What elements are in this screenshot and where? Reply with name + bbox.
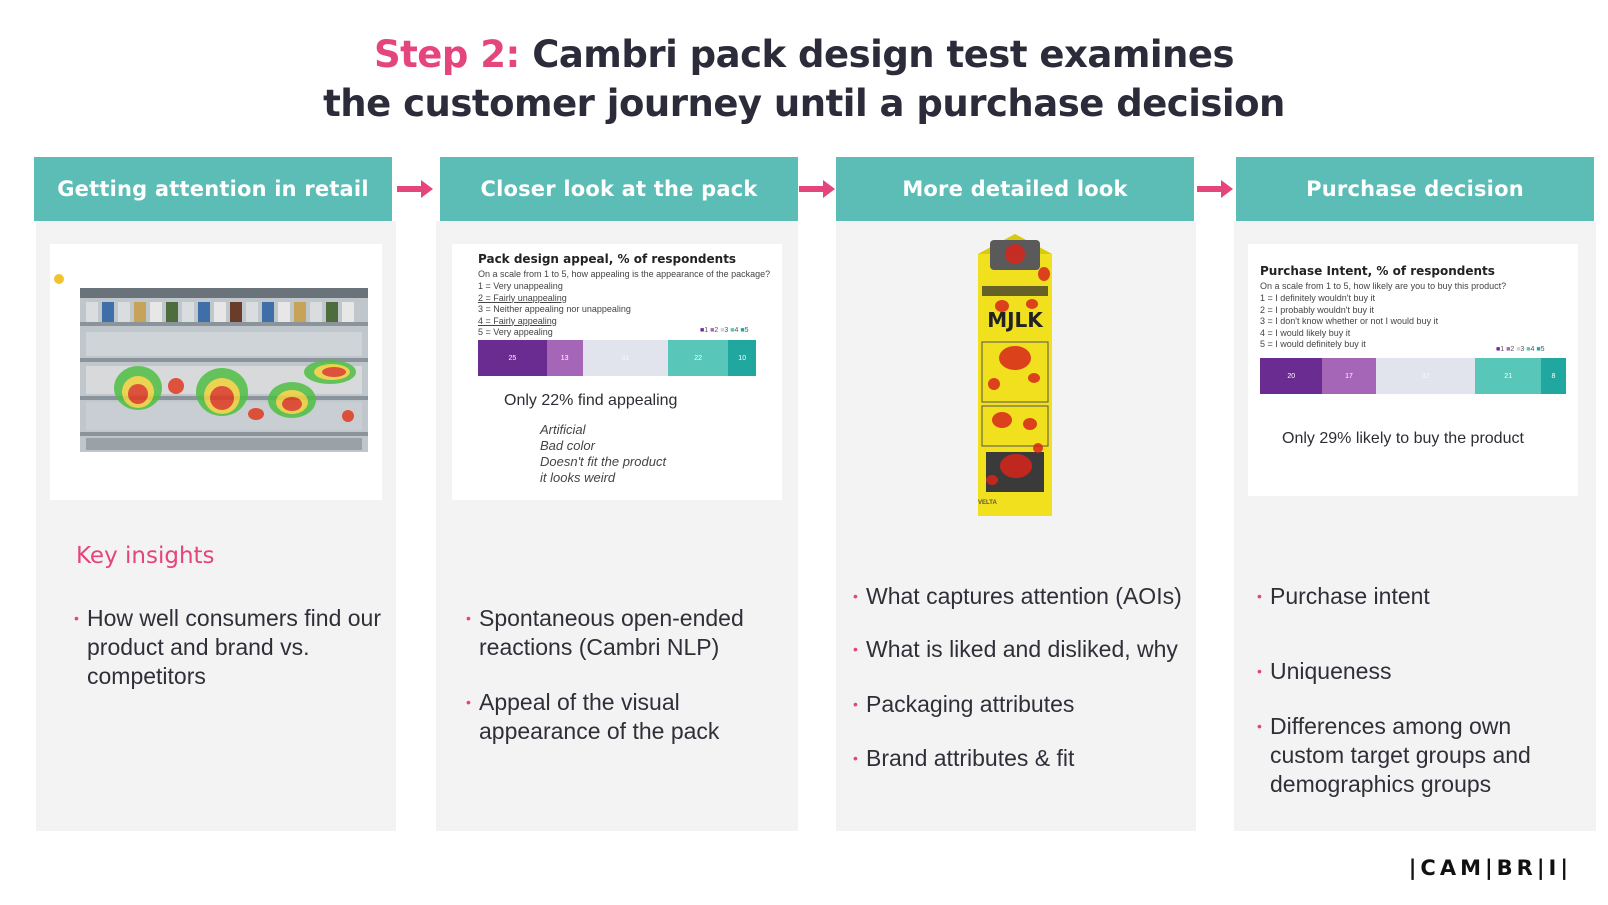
legend-label: 4 <box>1530 346 1535 353</box>
purchase-intent-card: Purchase Intent, % of respondents On a s… <box>1248 244 1578 496</box>
smiley-icon <box>54 274 64 284</box>
list-item: What is liked and disliked, why <box>853 635 1198 664</box>
legend-swatch: ■ <box>1506 346 1511 353</box>
scale-item: 2 = Fairly unappealing <box>478 292 567 303</box>
col2-bullet-list: Spontaneous open-ended reactions (Cambri… <box>466 604 776 746</box>
intent-finding: Only 29% likely to buy the product <box>1282 430 1524 447</box>
arrow-right-icon <box>1197 180 1233 198</box>
chart-question: On a scale from 1 to 5, how likely are y… <box>1260 281 1507 291</box>
pack-heatmap-image: MJLK VELTA <box>972 234 1058 516</box>
bar-segment-4: 22 <box>667 340 729 376</box>
legend-label: 4 <box>734 327 739 334</box>
arrow-right-icon <box>799 180 835 198</box>
pack-brand: VELTA <box>978 500 997 506</box>
bar-segment-4: 21 <box>1475 358 1541 394</box>
chart-legend: ■1 ■2 ■3 ■4 ■5 <box>700 327 749 334</box>
scale-item: 3 = Neither appealing nor unappealing <box>478 304 631 314</box>
scale-item: 3 = I don't know whether or not I would … <box>1260 316 1439 326</box>
legend-swatch: ■ <box>740 327 745 334</box>
scale-item: 5 = Very appealing <box>478 327 553 337</box>
appeal-reasons: Artificial Bad color Doesn't fit the pro… <box>540 422 666 486</box>
list-item: Brand attributes & fit <box>853 744 1198 773</box>
bar-segment-1: 25 <box>478 340 547 376</box>
title-line2: the customer journey until a purchase de… <box>323 82 1285 125</box>
header-purchase-decision: Purchase decision <box>1236 157 1594 221</box>
scale-item: 4 = I would likely buy it <box>1260 327 1351 338</box>
appeal-finding: Only 22% find appealing <box>504 392 678 409</box>
legend-label: 1 <box>1500 346 1505 353</box>
shelf-heatmap-card <box>50 244 382 500</box>
legend-swatch: ■ <box>700 327 705 334</box>
chart-title: Pack design appeal, % of respondents <box>478 252 737 266</box>
scale-item: 4 = Fairly appealing <box>478 315 557 326</box>
list-item: Uniqueness <box>1257 657 1587 686</box>
scale-item: 1 = Very unappealing <box>478 281 563 291</box>
legend-swatch: ■ <box>730 327 735 334</box>
chart-legend: ■1 ■2 ■3 ■4 ■5 <box>1496 346 1545 353</box>
col4-bullet-list: Purchase intent Uniqueness Differences a… <box>1257 582 1587 799</box>
reason-item: it looks weird <box>540 470 616 485</box>
legend-swatch: ■ <box>1496 346 1501 353</box>
legend-label: 3 <box>724 327 729 334</box>
legend-label: 1 <box>704 327 709 334</box>
list-item: What captures attention (AOIs) <box>853 582 1198 611</box>
legend-swatch: ■ <box>1516 346 1521 353</box>
scale-item: 2 = I probably wouldn't buy it <box>1260 304 1375 315</box>
chart-scale: 1 = I definitely wouldn't buy it 2 = I p… <box>1260 293 1438 351</box>
list-item: Packaging attributes <box>853 690 1198 719</box>
legend-label: 2 <box>714 327 719 334</box>
scale-item: 1 = I definitely wouldn't buy it <box>1260 293 1376 303</box>
list-item: Appeal of the visual appearance of the p… <box>466 688 776 746</box>
list-item: Purchase intent <box>1257 582 1587 611</box>
list-item: Differences among own custom target grou… <box>1257 712 1587 799</box>
arrow-right-icon <box>397 180 433 198</box>
reason-item: Artificial <box>540 422 586 437</box>
bar-segment-2: 17 <box>1322 358 1376 394</box>
legend-swatch: ■ <box>720 327 725 334</box>
reason-item: Bad color <box>540 438 595 453</box>
legend-label: 3 <box>1520 346 1525 353</box>
header-detailed-look: More detailed look <box>836 157 1194 221</box>
legend-swatch: ■ <box>1526 346 1531 353</box>
col3-bullet-list: What captures attention (AOIs) What is l… <box>853 582 1198 773</box>
chart-question: On a scale from 1 to 5, how appealing is… <box>478 269 771 279</box>
header-getting-attention: Getting attention in retail <box>34 157 392 221</box>
title-step: Step 2: <box>373 33 520 76</box>
bar-segment-3: 31 <box>582 340 668 376</box>
legend-swatch: ■ <box>1536 346 1541 353</box>
chart-scale: 1 = Very unappealing 2 = Fairly unappeal… <box>478 281 631 339</box>
page-title: Step 2: Cambri pack design test examines… <box>0 30 1608 128</box>
bar-segment-3: 32 <box>1375 358 1476 394</box>
legend-swatch: ■ <box>710 327 715 334</box>
shelf-heatmap-image <box>80 288 368 452</box>
scale-item: 5 = I would definitely buy it <box>1260 339 1366 349</box>
header-closer-look: Closer look at the pack <box>440 157 798 221</box>
cambri-logo: |CAM|BR|I| <box>1408 856 1572 880</box>
bar-segment-2: 13 <box>546 340 583 376</box>
list-item: How well consumers find our product and … <box>74 604 384 691</box>
reason-item: Doesn't fit the product <box>540 454 667 469</box>
list-item: Spontaneous open-ended reactions (Cambri… <box>466 604 776 662</box>
pack-label: MJLK <box>987 308 1043 332</box>
col1-bullet-list: How well consumers find our product and … <box>74 604 384 691</box>
bar-segment-1: 20 <box>1260 358 1323 394</box>
chart-title: Purchase Intent, % of respondents <box>1260 264 1495 278</box>
title-line1: Cambri pack design test examines <box>532 33 1235 76</box>
pack-appeal-card: Pack design appeal, % of respondents On … <box>452 244 782 500</box>
legend-label: 2 <box>1510 346 1515 353</box>
legend-label: 5 <box>744 327 749 334</box>
legend-label: 5 <box>1540 346 1545 353</box>
bar-segment-5: 8 <box>1540 358 1566 394</box>
key-insights-label: Key insights <box>76 543 215 569</box>
bar-segment-5: 10 <box>728 340 756 376</box>
